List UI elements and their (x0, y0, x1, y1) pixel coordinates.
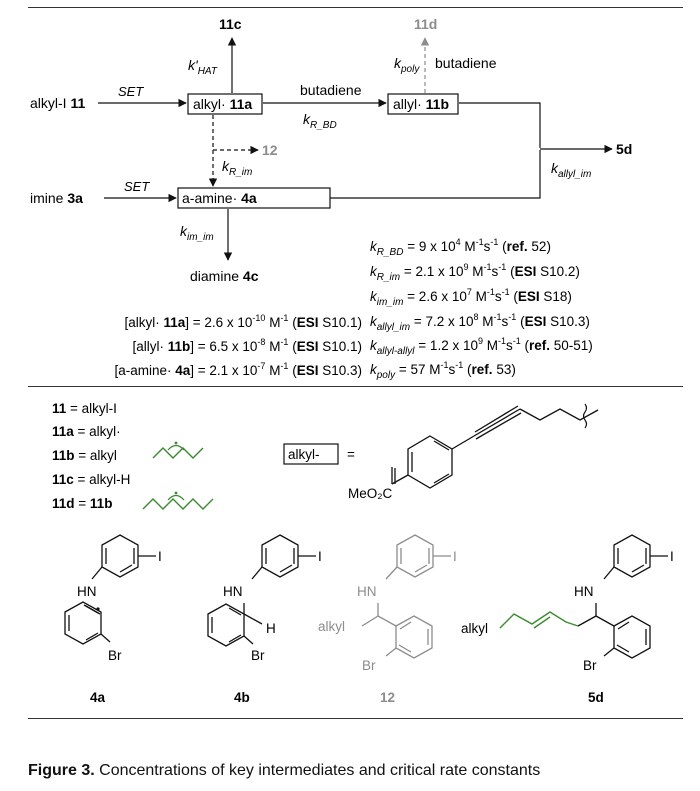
species-allyl-radical: allyl· 11b (393, 96, 449, 112)
label-k-im-im: kim_im (180, 223, 214, 243)
label-butadiene-1: butadiene (300, 82, 362, 98)
rate-constant-row: kim_im = 2.6 x 107 M-1s-1 (ESI S18) (370, 287, 572, 308)
box-amine-radical (177, 187, 331, 209)
box-allyl-radical (387, 93, 459, 115)
rate-constant-row: kR_BD = 9 x 104 M-1s-1 (ref. 52) (370, 237, 551, 258)
middle-rule (28, 386, 683, 387)
legend-row: 11 = alkyl-I (52, 401, 117, 416)
legend-row: 11d = 11b (52, 496, 112, 511)
species-alkyl-radical: alkyl· 11a (193, 96, 252, 112)
label-k-hat: k'HAT (188, 57, 218, 77)
reaction-scheme: alkyl-I 11 SET alkyl· 11a 11c k'HAT buta… (30, 16, 632, 284)
label-compound-4a: 4a (90, 690, 106, 705)
species-11c: 11c (219, 16, 242, 32)
label-bromine: Br (251, 648, 265, 663)
polymer-radical-arc-icon (167, 494, 185, 501)
species-alkyl-iodide: alkyl-I 11 (30, 95, 85, 111)
species-11d: 11d (414, 16, 437, 32)
legend-row: 11c = alkyl-H (52, 472, 130, 487)
box-alkyl-radical (187, 93, 263, 115)
species-5d: 5d (616, 141, 632, 157)
label-iodine: I (670, 549, 674, 564)
box-alkyl-definition (283, 443, 339, 465)
rate-constant-row: kR_im = 2.1 x 109 M-1s-1 (ESI S10.2) (370, 262, 580, 283)
structure-4b: HN I H Br 4b (207, 534, 322, 705)
label-k-allyl-im: kallyl_im (551, 160, 591, 180)
rate-constant-row: kallyl-allyl = 1.2 x 109 M-1s-1 (ref. 50… (370, 336, 593, 357)
alkyl-definition-label: alkyl- (288, 447, 320, 462)
label-hn: HN (77, 584, 97, 599)
legend-row: 11b = alkyl (52, 448, 117, 463)
structure-12: HN I alkyl Br 12 (318, 534, 457, 705)
label-alkyl: alkyl (318, 619, 345, 634)
label-k-rim: kR_im (222, 158, 252, 178)
concentration-list: [alkyl· 11a] = 2.6 x 10-10 M-1 (ESI S10.… (114, 313, 362, 378)
label-hn: HN (223, 584, 243, 599)
label-bromine: Br (362, 658, 376, 673)
legend-row: 11a = alkyl· (52, 424, 121, 439)
caption-text: Concentrations of key intermediates and … (94, 762, 541, 779)
label-k-rbd: kR_BD (303, 111, 337, 131)
rate-constant-row: kallyl_im = 7.2 x 108 M-1s-1 (ESI S10.3) (370, 312, 590, 333)
path-amine-to-5d (330, 150, 541, 199)
rate-constant-row: kpoly = 57 M-1s-1 (ref. 53) (370, 360, 516, 381)
label-compound-12: 12 (380, 690, 395, 705)
radical-dot-icon (174, 491, 178, 495)
label-bromine: Br (583, 658, 597, 673)
species-amine-radical: a-amine· 4a (182, 190, 257, 206)
caption-label: Figure 3. (28, 762, 95, 779)
concentration-row: [alkyl· 11a] = 2.6 x 10-10 M-1 (ESI S10.… (124, 313, 362, 330)
concentration-row: [a-amine· 4a] = 2.1 x 10-7 M-1 (ESI S10.… (114, 361, 362, 378)
bottom-rule (28, 718, 683, 719)
rate-constant-list: kR_BD = 9 x 104 M-1s-1 (ref. 52) kR_im =… (370, 237, 593, 381)
label-hydrogen: H (266, 621, 276, 636)
top-rule (28, 7, 683, 8)
label-hn: HN (357, 584, 377, 599)
label-iodine: I (158, 549, 162, 564)
alkenyl-chain-5d (499, 611, 579, 629)
structure-4a: HN I Br 4a (64, 534, 162, 705)
polymer-fragment-11d (142, 498, 214, 510)
label-k-poly: kpoly (394, 55, 420, 75)
radical-dot-icon (96, 607, 100, 611)
species-imine: imine 3a (30, 190, 83, 206)
label-butadiene-2: butadiene (435, 55, 497, 71)
label-compound-4b: 4b (234, 690, 250, 705)
ester-group-label: MeO₂C (348, 486, 392, 501)
label-bromine: Br (108, 648, 122, 663)
radical-dot-icon (174, 441, 178, 445)
figure-caption: Figure 3. Concentrations of key intermed… (28, 762, 540, 780)
label-compound-5d: 5d (588, 690, 604, 705)
label-set-2: SET (124, 179, 150, 194)
allyl-fragment-11b (152, 447, 204, 459)
concentration-row: [allyl· 11b] = 6.5 x 10-8 M-1 (ESI S10.1… (132, 337, 362, 354)
alkyl-structure-drawing (391, 405, 599, 489)
label-iodine: I (318, 549, 322, 564)
wavy-bond-icon (582, 403, 588, 429)
alkyl-definition-equals: = (347, 447, 355, 462)
label-set-1: SET (118, 84, 144, 99)
species-diamine: diamine 4c (190, 268, 259, 284)
structure-5d: HN I alkyl Br 5d (461, 534, 674, 705)
label-iodine: I (453, 549, 457, 564)
label-alkyl: alkyl (461, 621, 488, 636)
allyl-radical-arc-icon (167, 444, 185, 451)
legend: 11 = alkyl-I 11a = alkyl· 11b = alkyl 11… (52, 401, 599, 511)
species-12: 12 (262, 142, 278, 158)
path-allyl-to-5d (459, 102, 541, 148)
label-hn: HN (574, 584, 594, 599)
